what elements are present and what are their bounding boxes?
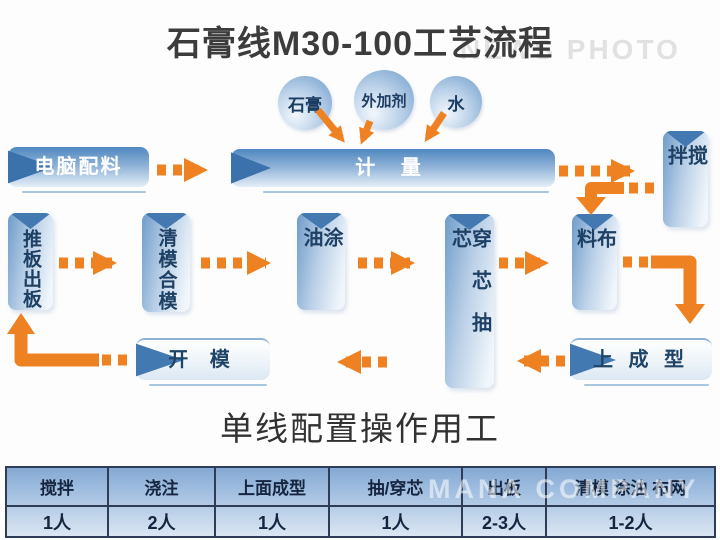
staffing-value-cell: 2人 bbox=[107, 505, 214, 536]
staffing-header-cell: 清模 涂油 布网 bbox=[545, 468, 714, 505]
flow-node-core-thread-pull: 穿芯抽芯 bbox=[445, 214, 494, 388]
staffing-section-title: 单线配置操作用工 bbox=[220, 410, 500, 447]
flow-node-computer-batching: 电脑配料 bbox=[8, 147, 149, 193]
staffing-header-cell: 搅拌 bbox=[40, 479, 74, 498]
flow-node-mixing: 搅拌 bbox=[663, 131, 708, 227]
input-circle-gypsum: 石膏 bbox=[278, 76, 332, 130]
flow-node-label: 穿芯抽芯 bbox=[448, 228, 491, 354]
flow-node-label: 涂油 bbox=[300, 227, 342, 271]
chevron-down-icon bbox=[10, 213, 51, 229]
flow-node-label: 推板出板 bbox=[20, 228, 41, 309]
flow-node-open-mold: 开 模 bbox=[136, 338, 270, 386]
watermark-news-photo: NEWS PHOTO bbox=[460, 34, 681, 65]
staffing-value-cell: 1-2人 bbox=[545, 505, 714, 536]
flow-node-metering: 计 量 bbox=[231, 149, 555, 193]
flow-node-clean-close-mold: 清模合模 bbox=[142, 213, 190, 312]
chevron-down-icon bbox=[144, 213, 188, 229]
flow-node-label: 布料 bbox=[573, 228, 616, 272]
flow-node-label: 计 量 bbox=[355, 157, 431, 179]
flow-node-label: 电脑配料 bbox=[34, 156, 123, 178]
staffing-value-cell: 1人 bbox=[7, 505, 107, 536]
staffing-value-cell: 1人 bbox=[214, 505, 328, 536]
right-arrow-tip-icon bbox=[231, 152, 271, 184]
flow-node-label: 搅拌 bbox=[664, 145, 707, 189]
flow-node-forming: 上 成 型 bbox=[570, 338, 712, 386]
staffing-header-cell: 浇注 bbox=[107, 468, 214, 505]
flow-node-label: 开 模 bbox=[168, 349, 238, 371]
input-circle-label: 水 bbox=[447, 94, 465, 114]
input-circle-label: 石膏 bbox=[288, 95, 322, 115]
watermark-company: MANA COMPANY bbox=[428, 474, 700, 504]
page-title: 石膏线M30-100工艺流程 bbox=[166, 25, 554, 63]
staffing-table: 搅拌 浇注 上面成型 抽/穿芯 出板 清模 涂油 布网 1人 2人 1人 1人 … bbox=[5, 466, 716, 538]
staffing-value-cell: 1人 bbox=[328, 505, 461, 536]
flow-node-distributing: 布料 bbox=[572, 214, 617, 310]
input-circle-label: 外加剂 bbox=[361, 92, 407, 110]
flow-node-oiling: 涂油 bbox=[297, 213, 345, 310]
staffing-header-cell: 上面成型 bbox=[214, 468, 328, 505]
staffing-value-cell: 2-3人 bbox=[461, 505, 545, 536]
input-circle-additive: 外加剂 bbox=[354, 70, 414, 130]
staffing-header-cell: 出板 bbox=[461, 468, 545, 505]
input-circle-water: 水 bbox=[430, 76, 482, 128]
flow-node-label: 上 成 型 bbox=[592, 349, 690, 371]
staffing-header-cell: 抽/穿芯 bbox=[328, 468, 461, 505]
flow-node-label: 清模合模 bbox=[155, 227, 177, 312]
flow-node-push-board-out: 推板出板 bbox=[8, 213, 53, 310]
